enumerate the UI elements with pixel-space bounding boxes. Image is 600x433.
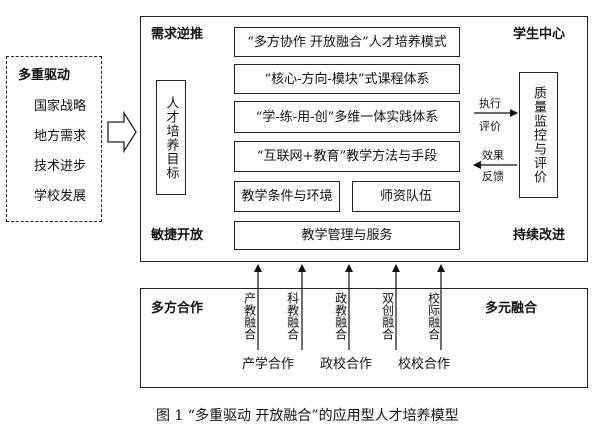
layer-training-model-label: “多方协作 开放融合”人才培养模式 (247, 34, 447, 50)
driver-item: 地方需求 (34, 129, 87, 144)
column-label: 校际融合 (426, 292, 441, 340)
column-label: 政教融合 (333, 292, 348, 340)
label-execute: 执行 (479, 97, 501, 110)
layer-training-model: “多方协作 开放融合”人才培养模式 (234, 27, 460, 57)
driver-item: 技术进步 (34, 159, 87, 174)
layer-practice-label: “学-练-用-创”多维一体实践体系 (255, 109, 439, 125)
talent-goal-label: 人才培养目标 (163, 95, 179, 180)
driver-item: 学校发展 (34, 189, 87, 204)
column-label: 科教融合 (285, 292, 300, 340)
label-effect: 效果 (482, 149, 504, 162)
driver-panel-title: 多重驱动 (18, 68, 71, 83)
driver-panel (6, 56, 102, 222)
label-evaluate: 评价 (479, 120, 501, 133)
big-hollow-arrow (107, 110, 137, 154)
layer-faculty-label: 师资队伍 (379, 189, 432, 204)
quality-monitor-box: 质量监控与评价 (519, 72, 558, 198)
layer-methods-label: “互联网+教育”教学方法与手段 (256, 149, 438, 164)
cooperation-title: 多方合作 (151, 301, 204, 316)
column-label: 产教融合 (242, 292, 257, 340)
corner-label-agile: 敏捷开放 (151, 228, 204, 243)
corner-label-student: 学生中心 (513, 27, 566, 42)
group-label: 产学合作 (242, 357, 295, 372)
group-label: 政校合作 (320, 357, 373, 372)
layer-curriculum: “核心-方向-模块”式课程体系 (234, 64, 460, 94)
column-label: 双创融合 (380, 292, 395, 340)
label-feedback: 反馈 (482, 170, 504, 183)
layer-practice: “学-练-用-创”多维一体实践体系 (234, 101, 460, 133)
corner-label-improve: 持续改进 (513, 228, 566, 243)
group-label: 校校合作 (398, 357, 451, 372)
layer-methods: “互联网+教育”教学方法与手段 (234, 141, 460, 172)
layer-faculty: 师资队伍 (352, 181, 460, 212)
corner-label-demand: 需求逆推 (151, 27, 204, 42)
talent-goal-box: 人才培养目标 (156, 80, 186, 195)
layer-management: 教学管理与服务 (234, 221, 460, 250)
layer-curriculum-label: “核心-方向-模块”式课程体系 (264, 71, 430, 87)
cooperation-panel (140, 288, 588, 388)
driver-item: 国家战略 (34, 99, 87, 114)
main-panel (140, 16, 588, 262)
quality-monitor-label: 质量监控与评价 (531, 86, 546, 184)
figure-caption: 图 1 “多重驱动 开放融合”的应用型人才培养模型 (156, 408, 459, 424)
layer-conditions: 教学条件与环境 (234, 181, 340, 212)
layer-conditions-label: 教学条件与环境 (241, 189, 333, 204)
integration-title: 多元融合 (485, 301, 538, 316)
layer-management-label: 教学管理与服务 (301, 228, 393, 243)
